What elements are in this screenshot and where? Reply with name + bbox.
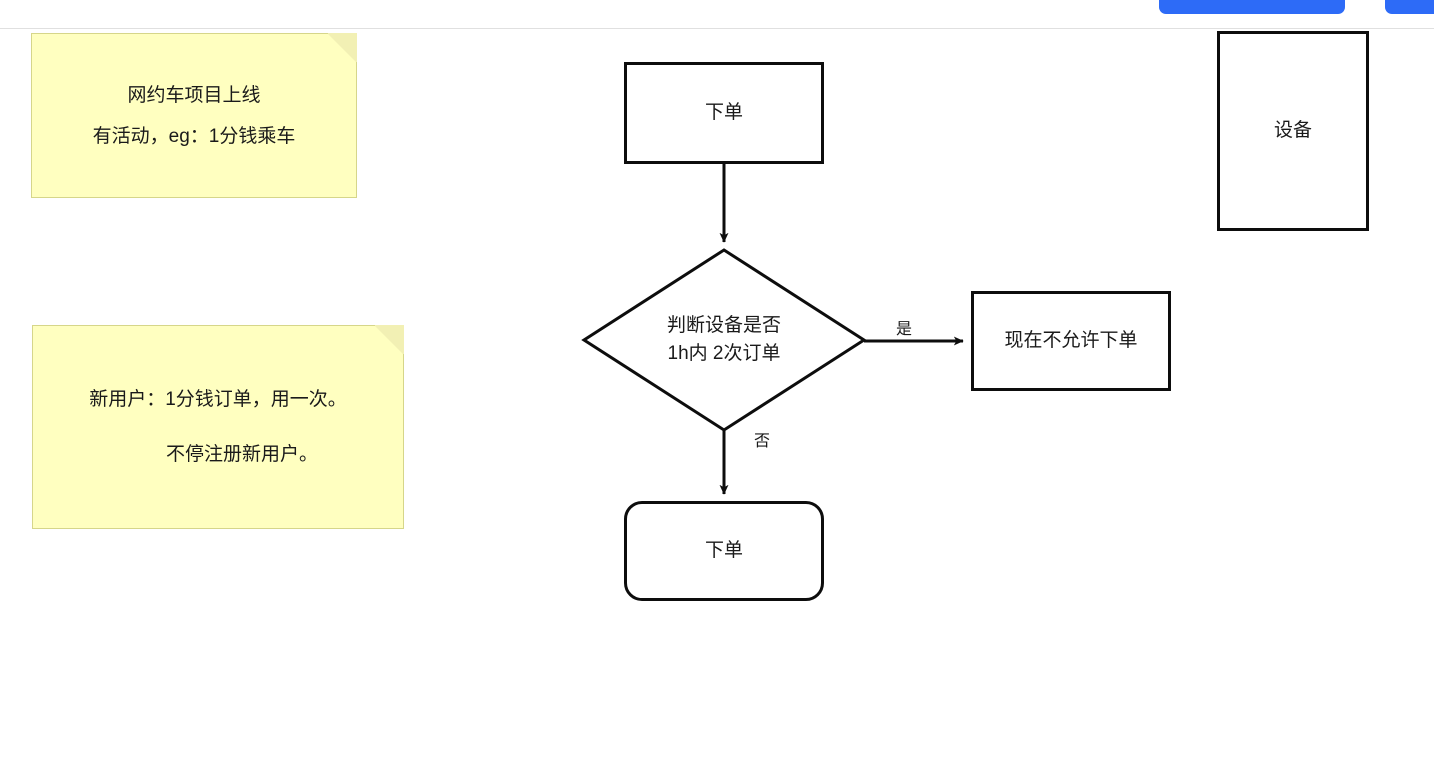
shape-order-start-label: 下单 bbox=[704, 102, 743, 123]
connector-layer bbox=[581, 164, 964, 495]
sticky-note-newuser[interactable]: 新用户：1分钱订单，用一次。 不停注册新用户。 bbox=[32, 325, 404, 529]
shape-block-order-label: 现在不允许下单 bbox=[1004, 330, 1138, 351]
shape-order-start[interactable]: 下单 bbox=[624, 62, 824, 164]
shape-decision-line-1: 判断设备是否 bbox=[666, 315, 781, 336]
edge-label-yes[interactable]: 是 bbox=[896, 321, 913, 338]
shape-block-order[interactable]: 现在不允许下单 bbox=[971, 291, 1171, 391]
decision-diamond-outline[interactable] bbox=[581, 248, 867, 432]
shape-decision-line-2: 1h内 2次订单 bbox=[667, 343, 781, 364]
note-line-2: 有活动，eg：1分钱乘车 bbox=[92, 125, 296, 147]
shape-device[interactable]: 设备 bbox=[1217, 31, 1369, 231]
shape-decision[interactable]: 判断设备是否 1h内 2次订单 bbox=[584, 250, 864, 430]
note-line-2: 不停注册新用户。 bbox=[165, 444, 318, 465]
edge-label-no[interactable]: 否 bbox=[754, 433, 771, 450]
shape-device-label: 设备 bbox=[1273, 120, 1312, 141]
note-fold-corner-icon bbox=[327, 33, 357, 63]
shape-order-end-label: 下单 bbox=[704, 540, 743, 561]
toolbar-secondary-button[interactable] bbox=[1385, 0, 1434, 14]
sticky-note-launch-text: 网约车项目上线 有活动，eg：1分钱乘车 bbox=[40, 75, 348, 157]
note-line-1: 网约车项目上线 bbox=[127, 84, 261, 106]
note-fold-corner-icon bbox=[374, 325, 404, 355]
note-line-1: 新用户：1分钱订单，用一次。 bbox=[89, 389, 347, 410]
shape-decision-label: 判断设备是否 1h内 2次订单 bbox=[584, 312, 864, 368]
toolbar-primary-button[interactable] bbox=[1159, 0, 1345, 14]
toolbar bbox=[0, 0, 1434, 29]
sticky-note-newuser-text: 新用户：1分钱订单，用一次。 不停注册新用户。 bbox=[41, 372, 395, 482]
diagram-canvas[interactable]: 网约车项目上线 有活动，eg：1分钱乘车 新用户：1分钱订单，用一次。 不停注册… bbox=[0, 28, 1434, 782]
shape-order-end[interactable]: 下单 bbox=[624, 501, 824, 601]
sticky-note-launch[interactable]: 网约车项目上线 有活动，eg：1分钱乘车 bbox=[31, 33, 357, 198]
